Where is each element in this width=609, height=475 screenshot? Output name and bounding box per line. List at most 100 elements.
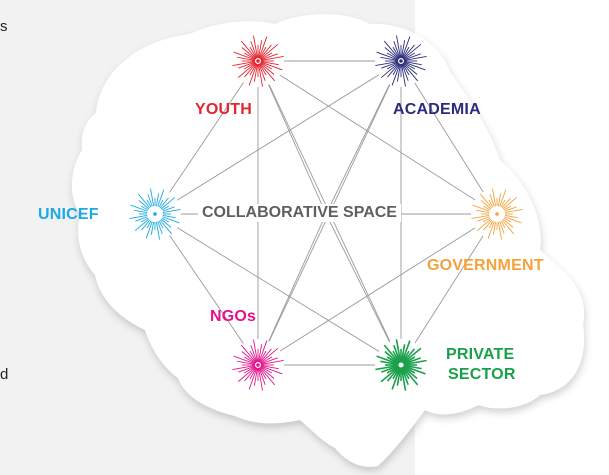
youth-label: YOUTH: [195, 101, 252, 118]
burst-ray: [140, 217, 149, 223]
burst-ray: [258, 63, 263, 87]
burst-ray: [501, 219, 515, 235]
burst-ray: [501, 197, 511, 209]
burst-ray: [237, 360, 256, 365]
burst-ray: [241, 351, 256, 364]
connector-youth-center: [257, 60, 327, 215]
burst-ray: [391, 63, 401, 86]
burst-ray: [376, 51, 399, 61]
burst-ray: [386, 366, 400, 382]
burst-ray: [244, 367, 257, 382]
burst-ray: [248, 63, 258, 86]
burst-ray: [401, 367, 409, 386]
burst-ray: [147, 194, 153, 207]
burst-ray: [161, 217, 170, 223]
burst-ray: [157, 221, 163, 234]
connector-unicef-ngos: [154, 213, 259, 366]
burst-ray: [497, 221, 502, 240]
burst-ray: [393, 344, 401, 363]
burst-ray: [258, 344, 263, 363]
burst-ray: [260, 365, 283, 375]
burst-ray: [402, 348, 416, 364]
burst-ray: [260, 43, 279, 60]
burst-ray: [244, 63, 257, 78]
burst-ray: [146, 220, 152, 229]
burst-ray: [492, 221, 497, 235]
burst-ray: [162, 206, 175, 212]
burst-ray: [489, 194, 495, 207]
burst-ray: [503, 217, 512, 223]
burst-ray: [240, 344, 257, 363]
burst-ray: [386, 365, 399, 374]
burst-ray: [258, 40, 263, 59]
burst-ray: [376, 355, 399, 365]
burst-ray: [403, 61, 426, 71]
burst-ray: [400, 344, 406, 363]
burst-ray: [233, 51, 256, 61]
burst-ray: [129, 214, 148, 219]
burst-ray: [258, 36, 268, 59]
burst-ray: [243, 366, 256, 374]
burst-ray: [155, 193, 160, 207]
unicef-burst-icon: [129, 188, 181, 240]
burst-ray: [482, 217, 491, 223]
burst-ray: [253, 367, 258, 386]
burst-ray: [260, 52, 273, 60]
burst-ray: [260, 62, 275, 75]
connector-academia-center: [325, 60, 402, 215]
burst-ray: [403, 52, 416, 60]
burst-ray: [476, 209, 490, 214]
burst-ray: [145, 221, 153, 239]
connector-youth-government: [257, 60, 498, 215]
burst-ray: [482, 205, 491, 211]
burst-ray: [396, 63, 401, 82]
burst-center-dot: [256, 363, 260, 367]
unicef-label: UNICEF: [38, 206, 99, 223]
burst-ray: [155, 221, 160, 240]
burst-ray: [403, 61, 422, 66]
burst-ray: [137, 193, 151, 209]
burst-ray: [396, 367, 402, 386]
burst-ray: [403, 356, 416, 365]
academia-label: ACADEMIA: [393, 101, 481, 118]
burst-ray: [140, 205, 149, 211]
burst-ray: [503, 205, 512, 211]
burst-ray: [500, 220, 506, 229]
burst-ray: [259, 348, 272, 363]
burst-ray: [159, 219, 173, 235]
burst-ray: [380, 62, 399, 79]
burst-ray: [260, 360, 284, 365]
burst-ray: [260, 62, 273, 70]
burst-ray: [160, 218, 172, 228]
burst-ray: [403, 62, 418, 75]
burst-ray: [135, 216, 148, 222]
burst-ray: [259, 46, 267, 59]
burst-ray: [392, 63, 400, 76]
connector-private_sector-center: [325, 213, 402, 366]
burst-ray: [402, 46, 410, 59]
burst-ray: [502, 196, 518, 210]
burst-ray: [134, 218, 150, 232]
burst-ray: [401, 40, 406, 59]
burst-ray: [392, 46, 400, 59]
burst-ray: [260, 366, 273, 374]
burst-ray: [502, 218, 514, 228]
private-sector-label-line1: PRIVATE: [446, 346, 515, 363]
burst-ray: [161, 205, 170, 211]
burst-ray: [162, 216, 180, 224]
burst-ray: [249, 367, 257, 380]
burst-ray: [402, 366, 419, 386]
burst-ray: [237, 56, 256, 61]
burst-ray: [375, 61, 399, 66]
burst-ray: [401, 340, 411, 363]
burst-ray: [402, 347, 422, 364]
connector-academia-unicef: [154, 60, 402, 215]
burst-ray: [259, 63, 267, 76]
burst-ray: [241, 47, 256, 60]
burst-ray: [488, 199, 494, 208]
burst-ray: [158, 220, 164, 229]
burst-ray: [384, 47, 399, 60]
burst-ray: [402, 366, 418, 380]
burst-ray: [259, 63, 276, 82]
